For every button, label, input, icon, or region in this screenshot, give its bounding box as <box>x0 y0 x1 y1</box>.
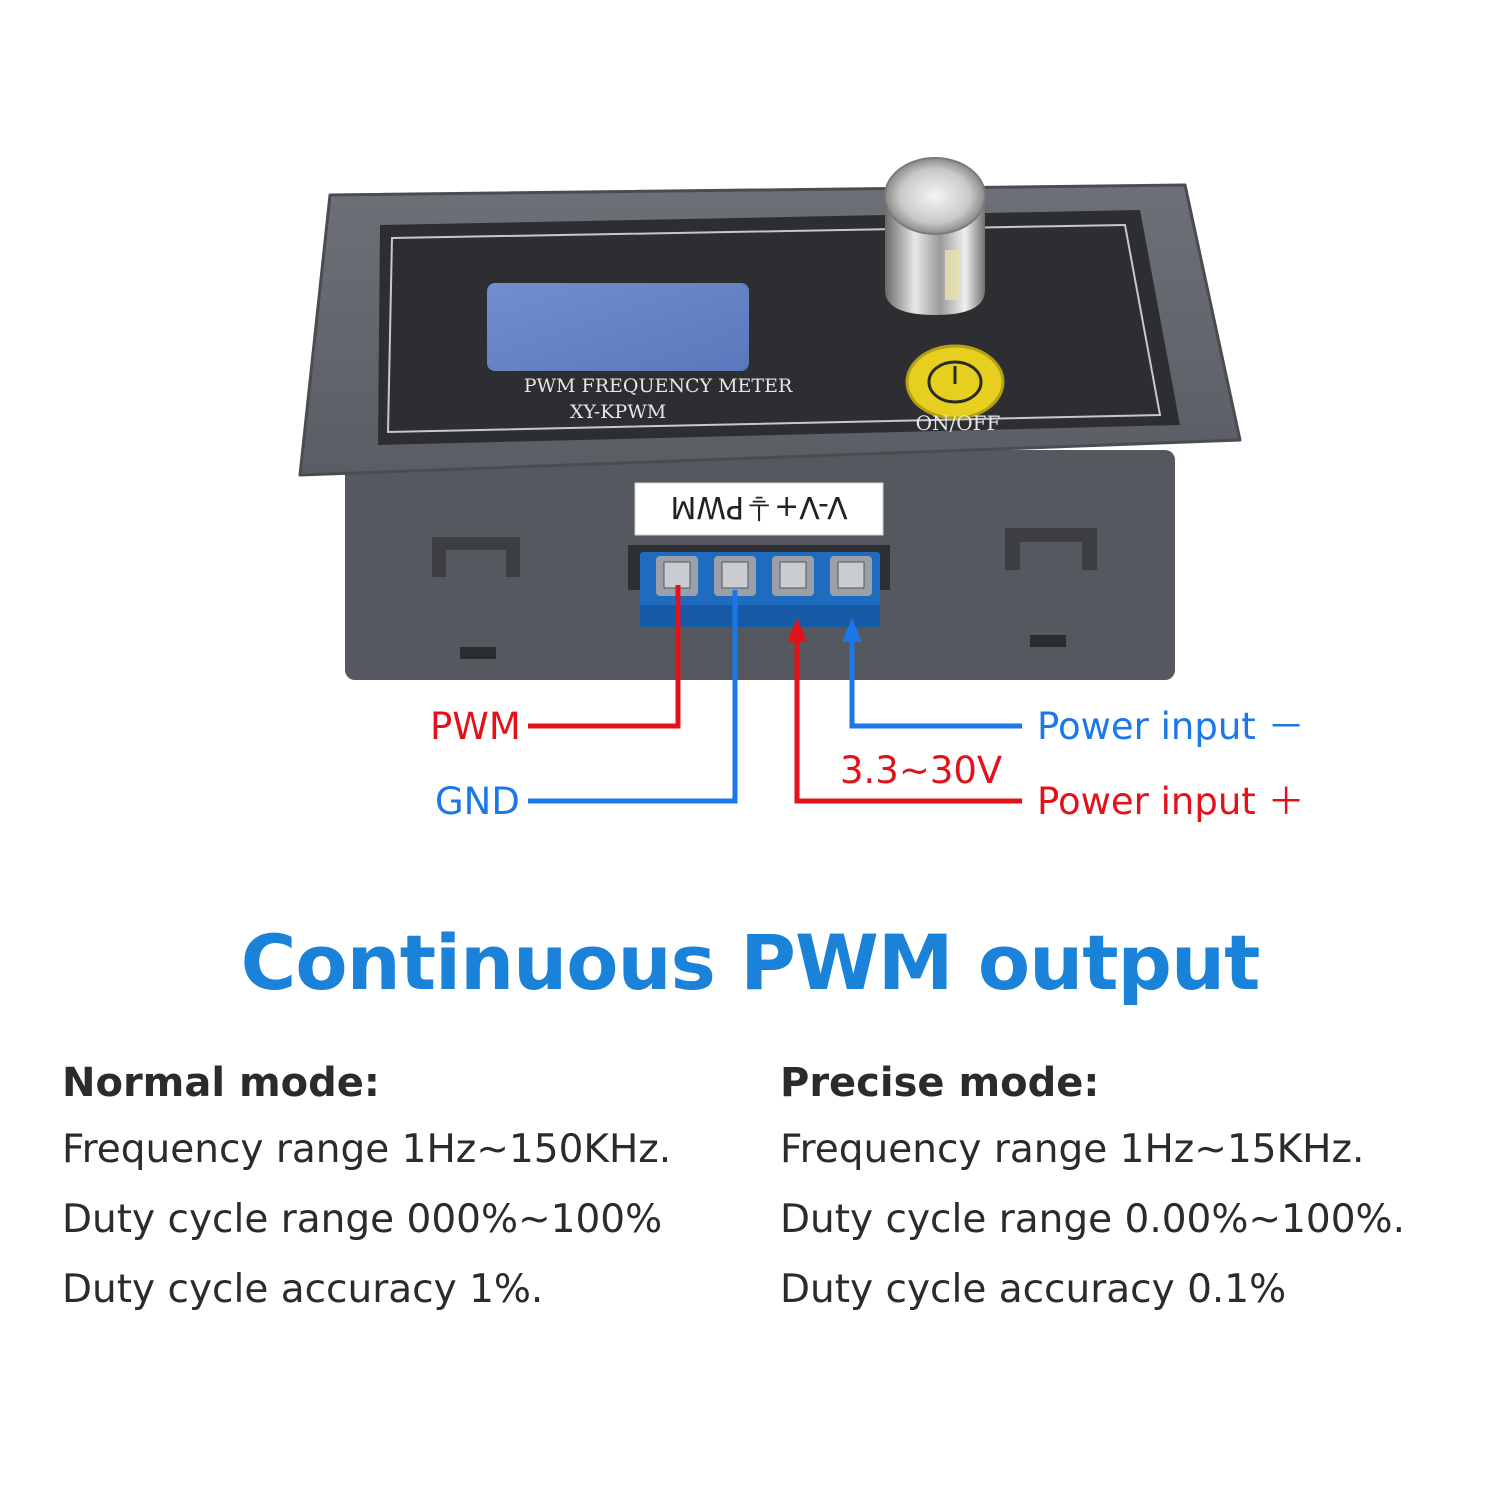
on-off-label: ON/OFF <box>916 411 1001 435</box>
precise-mode-line: Duty cycle accuracy 0.1% <box>780 1267 1287 1312</box>
terminal-block <box>628 545 890 627</box>
normal-mode-heading: Normal mode: <box>62 1060 380 1106</box>
precise-mode-line: Duty cycle range 0.00%~100%. <box>780 1197 1405 1242</box>
adjust-knob[interactable] <box>884 157 986 315</box>
normal-mode-line: Frequency range 1Hz~150KHz. <box>62 1127 672 1172</box>
normal-mode-line: Duty cycle accuracy 1%. <box>62 1267 544 1312</box>
power-minus-callout: Power input － <box>1037 705 1305 748</box>
on-off-button[interactable] <box>905 344 1005 420</box>
gnd-callout: GND <box>435 780 520 823</box>
terminal-label: V-V+⏚PWM <box>634 482 884 536</box>
precise-mode-line: Frequency range 1Hz~15KHz. <box>780 1127 1365 1172</box>
screw-terminal-3 <box>772 556 814 596</box>
front-bezel: PWM FREQUENCY METER XY-KPWM ON/OFF <box>298 157 1242 477</box>
screw-terminal-4 <box>830 556 872 596</box>
voltage-callout: 3.3~30V <box>840 749 1003 792</box>
panel-model: XY-KPWM <box>570 401 666 423</box>
screw-terminal-1 <box>656 556 698 596</box>
headline: Continuous PWM output <box>240 918 1261 1007</box>
power-plus-line <box>794 640 1022 804</box>
left-latch <box>432 537 520 659</box>
normal-mode-line: Duty cycle range 000%~100% <box>62 1197 663 1242</box>
power-minus-arrow <box>842 618 862 642</box>
device-illustration: PWM FREQUENCY METER XY-KPWM ON/OFF V-V+⏚… <box>298 157 1242 804</box>
svg-text:V-V+⏚PWM: V-V+⏚PWM <box>670 489 847 524</box>
screw-terminal-2 <box>714 556 756 596</box>
gnd-line <box>528 590 738 804</box>
power-icon <box>927 360 983 404</box>
pwm-line <box>528 585 681 729</box>
normal-mode-section: Normal mode: Frequency range 1Hz~150KHz.… <box>62 1060 671 1336</box>
lcd-screen <box>487 283 749 371</box>
precise-mode-section: Precise mode: Frequency range 1Hz~15KHz.… <box>780 1060 1405 1336</box>
right-latch <box>1005 528 1097 647</box>
panel-title: PWM FREQUENCY METER <box>524 375 793 397</box>
connection-lines <box>528 585 1022 804</box>
power-plus-arrow <box>787 618 807 642</box>
pwm-callout: PWM <box>430 705 521 748</box>
power-minus-line <box>849 640 1022 729</box>
precise-mode-heading: Precise mode: <box>780 1060 1100 1106</box>
power-plus-callout: Power input ＋ <box>1037 780 1305 823</box>
